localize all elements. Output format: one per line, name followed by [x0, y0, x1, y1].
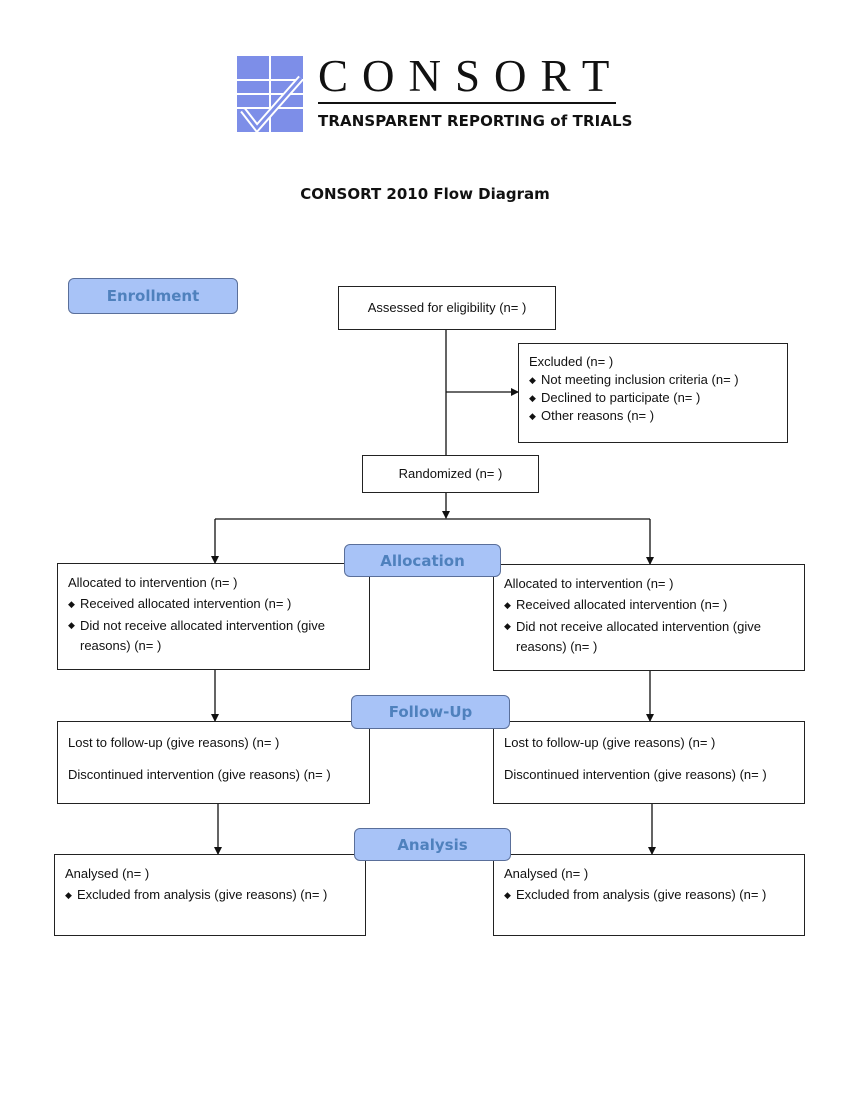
stage-label-text: Enrollment — [106, 287, 200, 305]
bullet-icon: ◆ — [68, 599, 75, 609]
analysis-left-heading: Analysed (n= ) — [65, 866, 150, 881]
list-item: ◆Did not receive allocated intervention … — [68, 616, 359, 656]
analysis-left-box: Analysed (n= ) ◆Excluded from analysis (… — [54, 854, 366, 936]
bullet-icon: ◆ — [529, 393, 536, 403]
stage-label-text: Follow-Up — [388, 703, 473, 721]
followup-left-lost: Lost to follow-up (give reasons) (n= ) — [68, 735, 280, 750]
logo-wordmark: CONSORT — [318, 51, 624, 101]
list-item: ◆Did not receive allocated intervention … — [504, 617, 794, 657]
logo-tagline: TRANSPARENT REPORTING of TRIALS — [318, 112, 633, 130]
stage-label-allocation: Allocation — [344, 544, 501, 577]
bullet-icon: ◆ — [529, 375, 536, 385]
bullet-icon: ◆ — [504, 890, 511, 900]
list-item: ◆Excluded from analysis (give reasons) (… — [504, 887, 767, 902]
followup-right-lost: Lost to follow-up (give reasons) (n= ) — [504, 735, 716, 750]
bullet-icon: ◆ — [529, 411, 536, 421]
analysis-right-heading: Analysed (n= ) — [504, 866, 589, 881]
allocation-right-box: Allocated to intervention (n= ) ◆Receive… — [493, 564, 805, 671]
list-item: ◆Other reasons (n= ) — [529, 408, 655, 423]
allocation-right-heading: Allocated to intervention (n= ) — [504, 576, 674, 591]
assessed-text: Assessed for eligibility (n= ) — [367, 300, 527, 315]
followup-left-box: Lost to follow-up (give reasons) (n= ) D… — [57, 721, 370, 804]
excluded-box: Excluded (n= ) ◆Not meeting inclusion cr… — [518, 343, 788, 443]
stage-label-text: Analysis — [397, 835, 468, 854]
allocation-left-heading: Allocated to intervention (n= ) — [68, 575, 238, 590]
stage-label-follow-up: Follow-Up — [351, 695, 510, 729]
stage-label-enrollment: Enrollment — [68, 278, 238, 314]
page-title: CONSORT 2010 Flow Diagram — [300, 185, 550, 203]
followup-left-discontinued: Discontinued intervention (give reasons)… — [68, 767, 331, 782]
randomized-box: Randomized (n= ) — [362, 455, 539, 493]
assessed-box: Assessed for eligibility (n= ) — [338, 286, 556, 330]
list-item: ◆Received allocated intervention (n= ) — [68, 596, 292, 611]
followup-right-discontinued: Discontinued intervention (give reasons)… — [504, 767, 767, 782]
logo-divider — [318, 102, 616, 104]
list-item: ◆Received allocated intervention (n= ) — [504, 597, 728, 612]
consort-logo-icon — [237, 56, 303, 132]
followup-right-box: Lost to follow-up (give reasons) (n= ) D… — [493, 721, 805, 804]
randomized-text: Randomized (n= ) — [398, 466, 503, 481]
analysis-right-box: Analysed (n= ) ◆Excluded from analysis (… — [493, 854, 805, 936]
stage-label-analysis: Analysis — [354, 828, 511, 861]
excluded-heading: Excluded (n= ) — [529, 354, 614, 369]
list-item: ◆Not meeting inclusion criteria (n= ) — [529, 372, 739, 387]
bullet-icon: ◆ — [504, 600, 511, 610]
list-item: ◆Declined to participate (n= ) — [529, 390, 701, 405]
bullet-icon: ◆ — [504, 621, 511, 631]
stage-label-text: Allocation — [380, 551, 465, 570]
allocation-left-box: Allocated to intervention (n= ) ◆Receive… — [57, 563, 370, 670]
list-item: ◆Excluded from analysis (give reasons) (… — [65, 887, 328, 902]
bullet-icon: ◆ — [68, 620, 75, 630]
bullet-icon: ◆ — [65, 890, 72, 900]
